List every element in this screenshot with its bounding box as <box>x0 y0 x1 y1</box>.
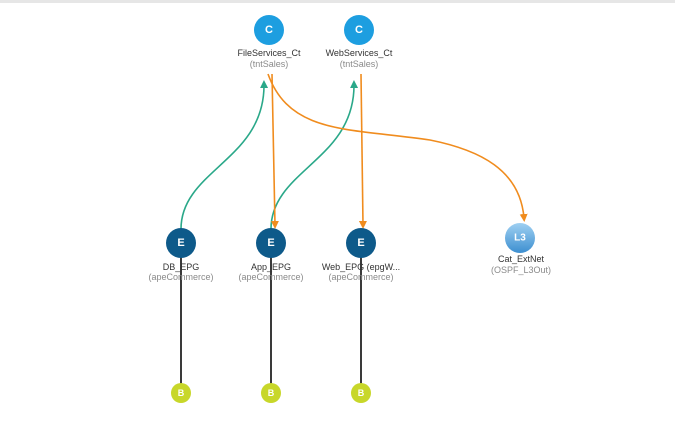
contract-tenant: (tntSales) <box>340 59 379 69</box>
consume-links <box>180 80 359 230</box>
consume-link-db-fileservices[interactable] <box>180 80 269 230</box>
bd-links <box>180 255 362 384</box>
contract-name: WebServices_Ct <box>326 48 393 58</box>
epg-icon[interactable] <box>256 228 286 258</box>
external-name: Cat_ExtNet <box>498 254 545 264</box>
bd-node-3[interactable]: B <box>351 383 371 403</box>
bd-node-1[interactable]: B <box>171 383 191 403</box>
epg-node-db[interactable]: E DB_EPG (apeCommerce) <box>148 228 214 282</box>
epg-glyph: E <box>177 237 184 249</box>
epg-app: (apeCommerce) <box>238 272 303 282</box>
contract-icon[interactable] <box>344 15 374 45</box>
bd-icon[interactable] <box>351 383 371 403</box>
epg-app: (apeCommerce) <box>148 272 213 282</box>
external-node-cat-extnet[interactable]: L3 Cat_ExtNet (OSPF_L3Out) <box>491 223 551 275</box>
provide-link-webservices-web[interactable] <box>358 73 367 229</box>
bd-icon[interactable] <box>171 383 191 403</box>
bd-glyph: B <box>268 388 275 398</box>
contract-node-webservices[interactable]: C WebServices_Ct (tntSales) <box>326 15 393 69</box>
epg-glyph: E <box>357 237 364 249</box>
provide-link-fileservices-extnet[interactable] <box>267 73 528 222</box>
contract-tenant: (tntSales) <box>250 59 289 69</box>
bd-glyph: B <box>358 388 365 398</box>
l3out-icon[interactable] <box>505 223 535 253</box>
contract-glyph: C <box>355 24 363 36</box>
bd-icon[interactable] <box>261 383 281 403</box>
top-border <box>0 0 675 3</box>
provide-links <box>267 73 528 229</box>
contract-node-fileservices[interactable]: C FileServices_Ct (tntSales) <box>237 15 301 69</box>
l3out-glyph: L3 <box>514 233 526 244</box>
bd-node-2[interactable]: B <box>261 383 281 403</box>
epg-node-web[interactable]: E Web_EPG (epgW... (apeCommerce) <box>322 228 400 282</box>
external-l3out: (OSPF_L3Out) <box>491 265 551 275</box>
contract-glyph: C <box>265 24 273 36</box>
epg-glyph: E <box>267 237 274 249</box>
contract-icon[interactable] <box>254 15 284 45</box>
epg-app: (apeCommerce) <box>328 272 393 282</box>
epg-name: Web_EPG (epgW... <box>322 262 400 272</box>
contract-name: FileServices_Ct <box>237 48 301 58</box>
provide-link-fileservices-app[interactable] <box>270 73 279 229</box>
epg-icon[interactable] <box>346 228 376 258</box>
bd-glyph: B <box>178 388 185 398</box>
epg-name: DB_EPG <box>163 262 200 272</box>
epg-icon[interactable] <box>166 228 196 258</box>
consume-link-app-webservices[interactable] <box>270 80 359 230</box>
epg-node-app[interactable]: E App_EPG (apeCommerce) <box>238 228 304 282</box>
epg-name: App_EPG <box>251 262 291 272</box>
